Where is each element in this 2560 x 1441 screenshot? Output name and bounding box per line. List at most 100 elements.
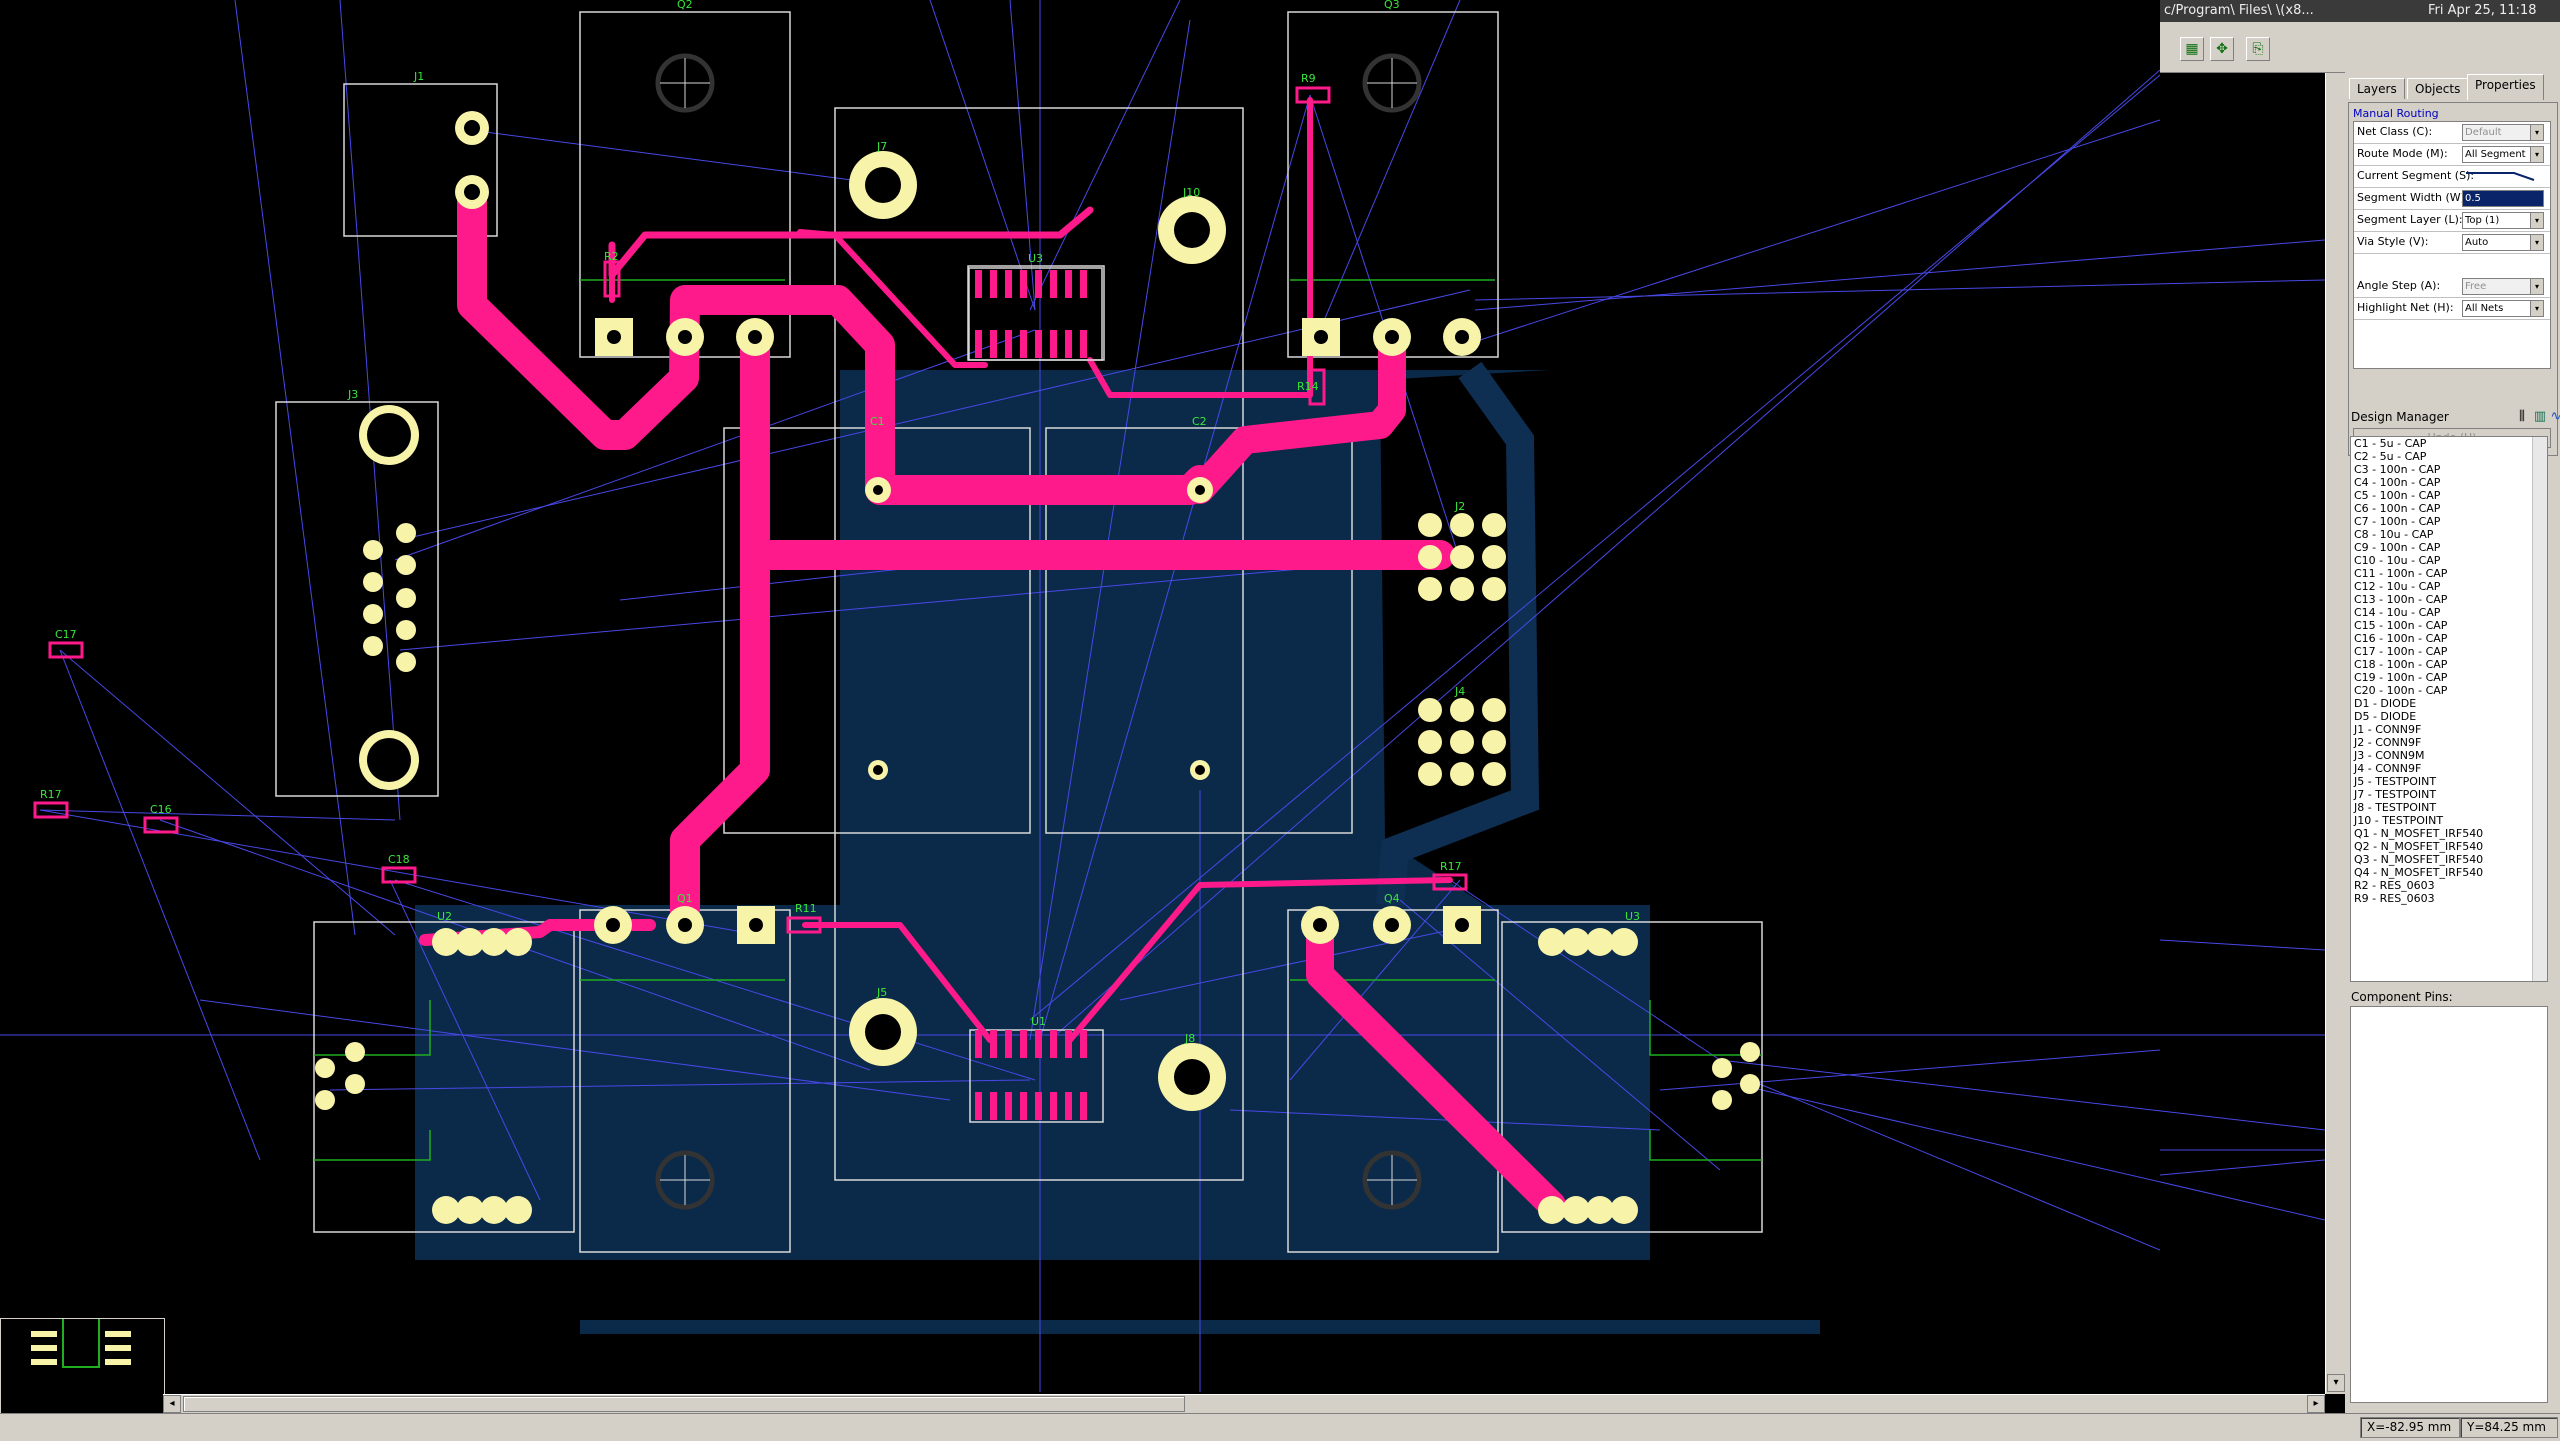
highlight-net-select[interactable]: All Nets▾ bbox=[2462, 300, 2544, 317]
svg-text:C18: C18 bbox=[388, 853, 410, 866]
list-item[interactable]: D1 - DIODE bbox=[2354, 697, 2417, 710]
component-icon[interactable]: ▥ bbox=[2533, 409, 2547, 424]
list-item[interactable]: J1 - CONN9F bbox=[2354, 723, 2422, 736]
tab-objects[interactable]: Objects bbox=[2407, 78, 2469, 99]
svg-text:R11: R11 bbox=[795, 902, 817, 915]
list-item[interactable]: C16 - 100n - CAP bbox=[2354, 632, 2448, 645]
list-item[interactable]: C13 - 100n - CAP bbox=[2354, 593, 2448, 606]
ratsnest bbox=[0, 0, 2325, 1392]
segment-layer-select[interactable]: Top (1)▾ bbox=[2462, 212, 2544, 229]
ic-u3[interactable] bbox=[967, 265, 1105, 361]
net-class-select[interactable]: Default▾ bbox=[2462, 124, 2544, 141]
prop-segment-width[interactable]: Segment Width (W): 0.5 bbox=[2354, 188, 2550, 210]
design-manager-title: Design Manager bbox=[2351, 410, 2449, 424]
list-item[interactable]: C8 - 10u - CAP bbox=[2354, 528, 2434, 541]
list-item[interactable]: C7 - 100n - CAP bbox=[2354, 515, 2441, 528]
export-tool-icon[interactable]: ⎘ bbox=[2246, 37, 2270, 61]
mini-map-svg bbox=[31, 1319, 131, 1368]
chevron-down-icon: ▾ bbox=[2530, 235, 2543, 250]
horizontal-scroll-thumb[interactable] bbox=[183, 1396, 1185, 1412]
scroll-down-arrow-icon[interactable]: ▾ bbox=[2327, 1374, 2345, 1392]
prop-via-style[interactable]: Via Style (V): Auto▾ bbox=[2354, 232, 2550, 254]
list-item[interactable]: J3 - CONN9M bbox=[2354, 749, 2425, 762]
mini-map[interactable] bbox=[0, 1318, 165, 1415]
tab-layers[interactable]: Layers bbox=[2349, 78, 2405, 99]
component-tool-icon[interactable]: ▦ bbox=[2180, 37, 2204, 61]
component-labels: J1 Q2 Q3 J3 J7 J10 U3 R2 R9 R14 C1 C2 J2… bbox=[40, 0, 1640, 1045]
list-item[interactable]: C9 - 100n - CAP bbox=[2354, 541, 2441, 554]
scroll-left-arrow-icon[interactable]: ◂ bbox=[163, 1395, 181, 1413]
prop-label: Via Style (V): bbox=[2357, 235, 2429, 248]
prop-angle-step[interactable]: Angle Step (A): Free▾ bbox=[2354, 276, 2550, 298]
via-style-select[interactable]: Auto▾ bbox=[2462, 234, 2544, 251]
system-top-bar: c/Program\ Files\ \(x8... Fri Apr 25, 11… bbox=[2160, 0, 2560, 22]
vertical-scrollbar[interactable]: ▾ bbox=[2325, 72, 2346, 1394]
component-pins-list[interactable] bbox=[2350, 1006, 2548, 1403]
list-item[interactable]: R2 - RES_0603 bbox=[2354, 879, 2435, 892]
list-item[interactable]: C3 - 100n - CAP bbox=[2354, 463, 2441, 476]
svg-text:Q4: Q4 bbox=[1384, 892, 1400, 905]
prop-label: Highlight Net (H): bbox=[2357, 301, 2454, 314]
list-item[interactable]: C11 - 100n - CAP bbox=[2354, 567, 2448, 580]
angle-step-select[interactable]: Free▾ bbox=[2462, 278, 2544, 295]
ic-u1[interactable] bbox=[975, 1030, 1087, 1120]
silkscreen bbox=[275, 11, 1763, 1253]
svg-text:C2: C2 bbox=[1192, 415, 1207, 428]
list-item[interactable]: J8 - TESTPOINT bbox=[2354, 801, 2437, 814]
window-path: c/Program\ Files\ \(x8... bbox=[2164, 3, 2314, 18]
list-item[interactable]: C20 - 100n - CAP bbox=[2354, 684, 2448, 697]
list-item[interactable]: C17 - 100n - CAP bbox=[2354, 645, 2448, 658]
net-icon[interactable]: ∿ bbox=[2550, 409, 2560, 424]
list-item[interactable]: C18 - 100n - CAP bbox=[2354, 658, 2448, 671]
route-tool-icon[interactable]: ✥ bbox=[2210, 37, 2234, 61]
list-item[interactable]: Q2 - N_MOSFET_IRF540 bbox=[2354, 840, 2484, 853]
pcb-canvas[interactable]: J1 Q2 Q3 J3 J7 J10 U3 R2 R9 R14 C1 C2 J2… bbox=[0, 0, 2325, 1392]
cursor-y: Y=84.25 mm bbox=[2460, 1417, 2558, 1438]
prop-label: Segment Width (W): bbox=[2357, 191, 2469, 204]
filter-icon[interactable]: ⫼ bbox=[2519, 409, 2525, 424]
list-item[interactable]: C4 - 100n - CAP bbox=[2354, 476, 2441, 489]
segment-style-icon[interactable] bbox=[2464, 170, 2544, 182]
component-pins-title: Component Pins: bbox=[2351, 990, 2453, 1004]
copper-pour bbox=[415, 130, 1820, 1334]
svg-text:U1: U1 bbox=[1031, 1015, 1046, 1028]
list-item[interactable]: J7 - TESTPOINT bbox=[2354, 788, 2437, 801]
list-item[interactable]: C6 - 100n - CAP bbox=[2354, 502, 2441, 515]
list-item[interactable]: C5 - 100n - CAP bbox=[2354, 489, 2441, 502]
list-item[interactable]: J2 - CONN9F bbox=[2354, 736, 2422, 749]
list-item[interactable]: Q1 - N_MOSFET_IRF540 bbox=[2354, 827, 2484, 840]
route-mode-select[interactable]: All Segment▾ bbox=[2462, 146, 2544, 163]
prop-net-class[interactable]: Net Class (C): Default▾ bbox=[2354, 122, 2550, 144]
segment-width-input[interactable]: 0.5 bbox=[2462, 190, 2544, 207]
scroll-right-arrow-icon[interactable]: ▸ bbox=[2307, 1395, 2325, 1413]
list-item[interactable]: D5 - DIODE bbox=[2354, 710, 2417, 723]
list-item[interactable]: C15 - 100n - CAP bbox=[2354, 619, 2448, 632]
pcb-board-svg[interactable]: J1 Q2 Q3 J3 J7 J10 U3 R2 R9 R14 C1 C2 J2… bbox=[0, 0, 2325, 1392]
tab-properties[interactable]: Properties bbox=[2467, 74, 2544, 100]
list-item[interactable]: C14 - 10u - CAP bbox=[2354, 606, 2441, 619]
svg-text:J4: J4 bbox=[1454, 685, 1465, 698]
list-item[interactable]: J5 - TESTPOINT bbox=[2354, 775, 2437, 788]
pad-holes bbox=[367, 120, 1469, 1095]
chevron-down-icon: ▾ bbox=[2530, 213, 2543, 228]
list-item[interactable]: R9 - RES_0603 bbox=[2354, 892, 2435, 905]
list-item[interactable]: C1 - 5u - CAP bbox=[2354, 437, 2427, 450]
list-item[interactable]: C19 - 100n - CAP bbox=[2354, 671, 2448, 684]
list-item[interactable]: C10 - 10u - CAP bbox=[2354, 554, 2441, 567]
list-item[interactable]: Q3 - N_MOSFET_IRF540 bbox=[2354, 853, 2484, 866]
prop-current-segment[interactable]: Current Segment (S): bbox=[2354, 166, 2550, 188]
prop-segment-layer[interactable]: Segment Layer (L): Top (1)▾ bbox=[2354, 210, 2550, 232]
list-item[interactable]: C2 - 5u - CAP bbox=[2354, 450, 2427, 463]
list-item[interactable]: J4 - CONN9F bbox=[2354, 762, 2422, 775]
prop-route-mode[interactable]: Route Mode (M): All Segment▾ bbox=[2354, 144, 2550, 166]
horizontal-scrollbar[interactable]: ◂ ▸ bbox=[163, 1394, 2325, 1413]
svg-text:R17: R17 bbox=[40, 788, 62, 801]
list-item[interactable]: Q4 - N_MOSFET_IRF540 bbox=[2354, 866, 2484, 879]
svg-text:Q2: Q2 bbox=[677, 0, 693, 11]
list-item[interactable]: J10 - TESTPOINT bbox=[2354, 814, 2444, 827]
svg-text:J3: J3 bbox=[347, 388, 358, 401]
design-manager-scrollbar[interactable] bbox=[2532, 437, 2547, 981]
prop-highlight-net[interactable]: Highlight Net (H): All Nets▾ bbox=[2354, 298, 2550, 320]
list-item[interactable]: C12 - 10u - CAP bbox=[2354, 580, 2441, 593]
